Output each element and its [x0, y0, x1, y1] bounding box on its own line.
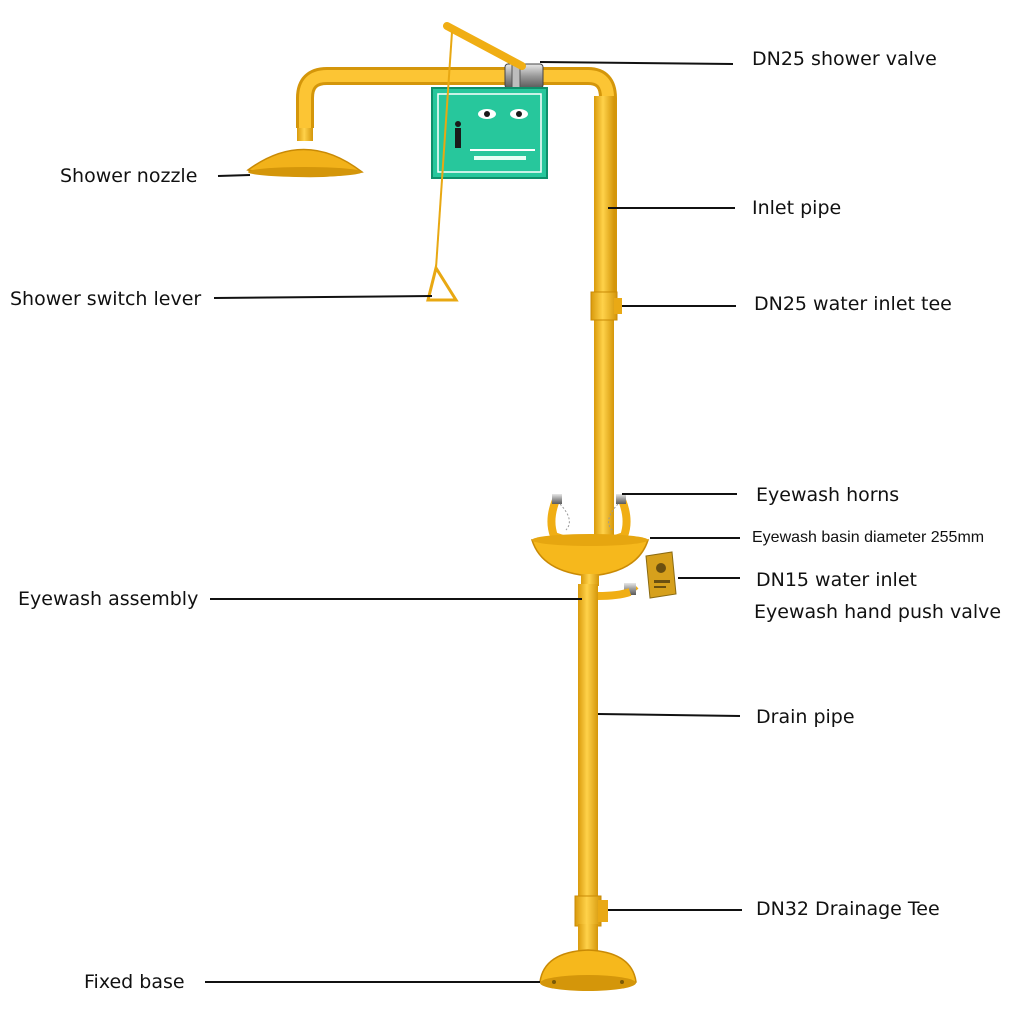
leader-shower-nozzle [217, 174, 251, 177]
dn25-water-inlet-tee [590, 291, 622, 321]
push-plate-icon [645, 551, 677, 599]
label-dn32-drainage-tee: DN32 Drainage Tee [756, 898, 940, 920]
fixed-base [539, 949, 637, 991]
leader-shower-switch-lever [213, 295, 433, 299]
dn32-drainage-tee [574, 895, 608, 927]
label-eyewash-assembly: Eyewash assembly [18, 588, 199, 610]
leader-drain-pipe [597, 713, 741, 717]
label-dn25-shower-valve: DN25 shower valve [752, 48, 937, 70]
label-shower-nozzle: Shower nozzle [60, 165, 198, 187]
label-drain-pipe: Drain pipe [756, 706, 855, 728]
label-eyewash-hand-push-valve: Eyewash hand push valve [754, 601, 1002, 623]
label-inlet-pipe: Inlet pipe [752, 197, 842, 219]
top-shower-arm [296, 67, 617, 298]
shower-switch-lever-handle [426, 264, 459, 302]
label-eyewash-horns: Eyewash horns [756, 484, 900, 506]
shower-nozzle [246, 125, 364, 178]
label-dn25-water-inlet-tee: DN25 water inlet tee [754, 293, 952, 315]
label-fixed-base: Fixed base [84, 971, 185, 993]
drain-pipe [578, 584, 598, 914]
pull-rod [435, 31, 453, 269]
leader-dn25-shower-valve [539, 61, 734, 65]
eyewash-basin [530, 534, 650, 586]
leader-lines [205, 61, 742, 983]
label-shower-switch-lever: Shower switch lever [10, 288, 202, 310]
label-eyewash-basin-diameter: Eyewash basin diameter 255mm [752, 529, 985, 546]
label-dn15-water-inlet: DN15 water inlet [756, 569, 917, 591]
emergency-eyewash-sign-icon [431, 87, 548, 179]
valve-lever-arm [443, 22, 526, 70]
